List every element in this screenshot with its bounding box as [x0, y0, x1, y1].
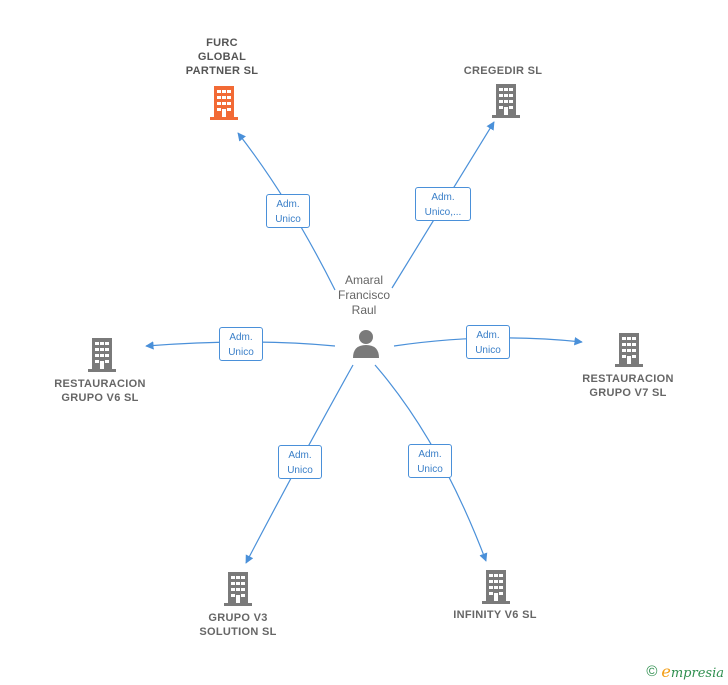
company-label-grupov3[interactable]: GRUPO V3 SOLUTION SL — [199, 612, 277, 638]
copyright-icon: © — [646, 663, 658, 680]
company-label-restv7[interactable]: RESTAURACION GRUPO V7 SL — [582, 373, 674, 399]
footer-brand: © empresia — [646, 662, 724, 681]
company-label-cregedir[interactable]: CREGEDIR SL — [463, 65, 543, 77]
person-name: Amaral Francisco Raul — [337, 273, 391, 317]
company-label-restv6[interactable]: RESTAURACION GRUPO V6 SL — [54, 378, 146, 404]
role-box-restv6[interactable]: Adm. Unico — [219, 327, 263, 361]
brand-logo: empresia — [661, 662, 724, 681]
building-icon[interactable] — [490, 84, 522, 118]
company-label-infinity[interactable]: INFINITY V6 SL — [453, 609, 537, 621]
building-icon[interactable] — [208, 86, 240, 120]
role-box-furc[interactable]: Adm. Unico — [266, 194, 310, 228]
company-label-furc[interactable]: FURC GLOBAL PARTNER SL — [185, 37, 259, 77]
role-box-restv7[interactable]: Adm. Unico — [466, 325, 510, 359]
building-icon[interactable] — [613, 333, 645, 367]
building-icon[interactable] — [222, 572, 254, 606]
building-icon[interactable] — [86, 338, 118, 372]
building-icon[interactable] — [480, 570, 512, 604]
person-icon[interactable] — [351, 328, 381, 358]
role-box-cregedir[interactable]: Adm. Unico,... — [415, 187, 471, 221]
role-box-infinity[interactable]: Adm. Unico — [408, 444, 452, 478]
role-box-grupov3[interactable]: Adm. Unico — [278, 445, 322, 479]
